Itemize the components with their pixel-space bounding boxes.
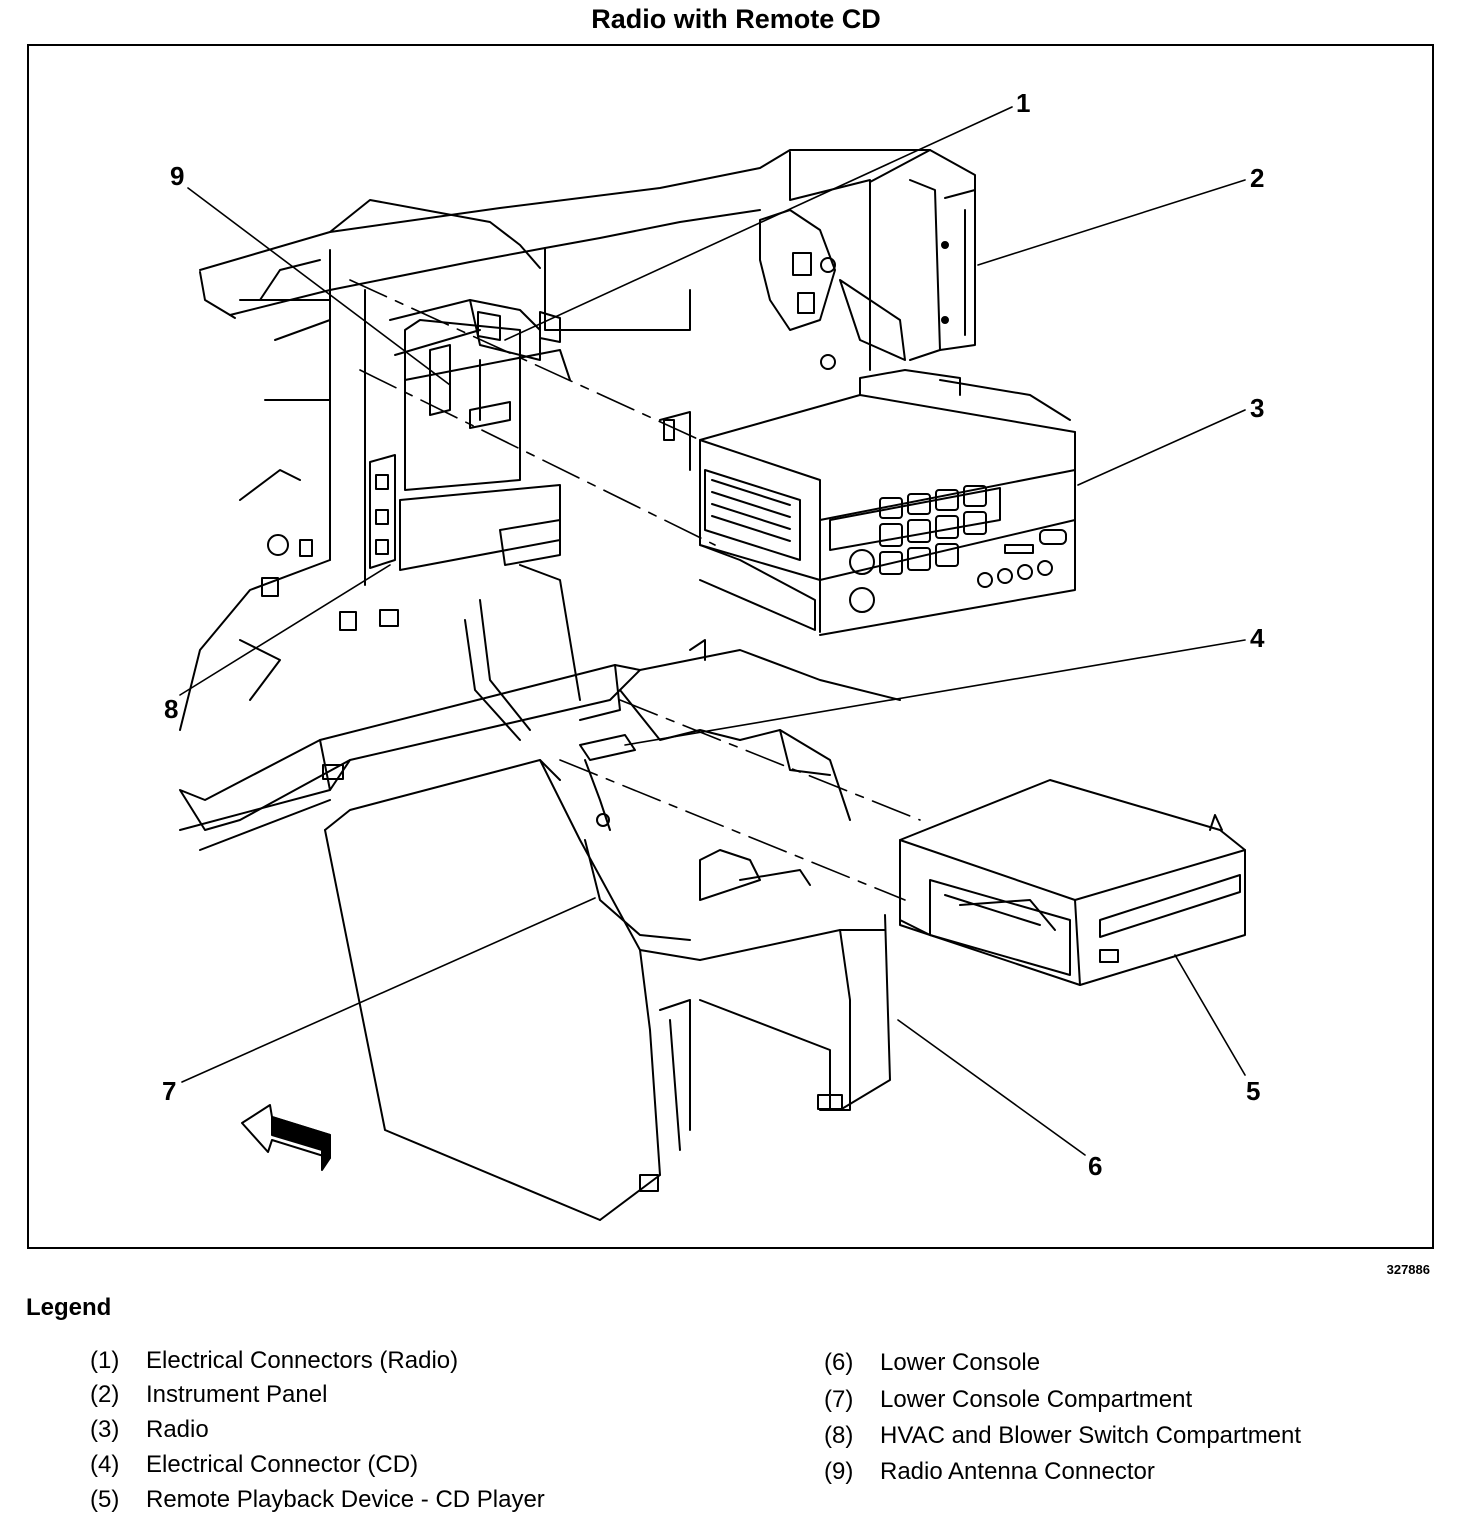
cd-player-drawing xyxy=(899,779,1246,986)
forward-direction-arrow-icon xyxy=(241,1104,331,1171)
legend-number: (5) xyxy=(90,1486,120,1513)
legend-text: Electrical Connectors (Radio) xyxy=(146,1347,459,1374)
legend-text: HVAC and Blower Switch Compartment xyxy=(880,1422,1302,1449)
figure-number: 327886 xyxy=(1386,1262,1430,1277)
legend-text: Remote Playback Device - CD Player xyxy=(146,1486,545,1513)
legend-text: Instrument Panel xyxy=(146,1381,328,1408)
legend-text: Radio xyxy=(146,1416,209,1443)
legend-number: (8) xyxy=(824,1422,854,1449)
callout-4: 4 xyxy=(1250,623,1265,653)
callout-2: 2 xyxy=(1250,163,1264,193)
callout-9: 9 xyxy=(170,161,184,191)
center-brace-drawing xyxy=(179,639,901,851)
diagram-title: Radio with Remote CD xyxy=(591,4,881,34)
callout-1: 1 xyxy=(1016,88,1030,118)
instrument-panel-drawing xyxy=(179,149,976,741)
legend-item-7: (7) Lower Console Compartment xyxy=(824,1386,1192,1414)
legend-item-9: (9) Radio Antenna Connector xyxy=(824,1458,1155,1486)
leader-lines xyxy=(179,106,1246,1156)
exploded-view-illustration: 1 2 3 4 5 6 7 8 9 xyxy=(162,88,1265,1221)
alignment-lines xyxy=(349,279,921,901)
callout-labels: 1 2 3 4 5 6 7 8 9 xyxy=(162,88,1265,1181)
illustration-frame xyxy=(27,44,1434,1249)
legend-item-8: (8) HVAC and Blower Switch Compartment xyxy=(824,1422,1301,1450)
lower-console-drawing xyxy=(324,759,891,1221)
legend-number: (1) xyxy=(90,1347,120,1374)
callout-6: 6 xyxy=(1088,1151,1102,1181)
legend-number: (2) xyxy=(90,1381,120,1408)
legend-heading: Legend xyxy=(26,1294,112,1321)
legend-number: (3) xyxy=(90,1416,120,1443)
legend-number: (4) xyxy=(90,1451,120,1478)
callout-3: 3 xyxy=(1250,393,1264,423)
legend-text: Radio Antenna Connector xyxy=(880,1458,1155,1485)
legend-text: Electrical Connector (CD) xyxy=(146,1451,419,1478)
legend-item-6: (6) Lower Console xyxy=(824,1349,1040,1377)
legend-item-5: (5) Remote Playback Device - CD Player xyxy=(90,1486,545,1514)
legend-number: (9) xyxy=(824,1458,854,1485)
legend-item-3: (3) Radio xyxy=(90,1416,209,1444)
callout-5: 5 xyxy=(1246,1076,1260,1106)
callout-7: 7 xyxy=(162,1076,176,1106)
legend-item-1: (1) Electrical Connectors (Radio) xyxy=(90,1347,458,1375)
legend-text: Lower Console xyxy=(880,1349,1041,1376)
legend-number: (7) xyxy=(824,1386,854,1413)
callout-8: 8 xyxy=(164,694,178,724)
radio-drawing xyxy=(699,369,1076,636)
legend-number: (6) xyxy=(824,1349,854,1376)
legend-item-2: (2) Instrument Panel xyxy=(90,1381,327,1409)
legend-item-4: (4) Electrical Connector (CD) xyxy=(90,1451,418,1479)
legend-text: Lower Console Compartment xyxy=(880,1386,1193,1413)
